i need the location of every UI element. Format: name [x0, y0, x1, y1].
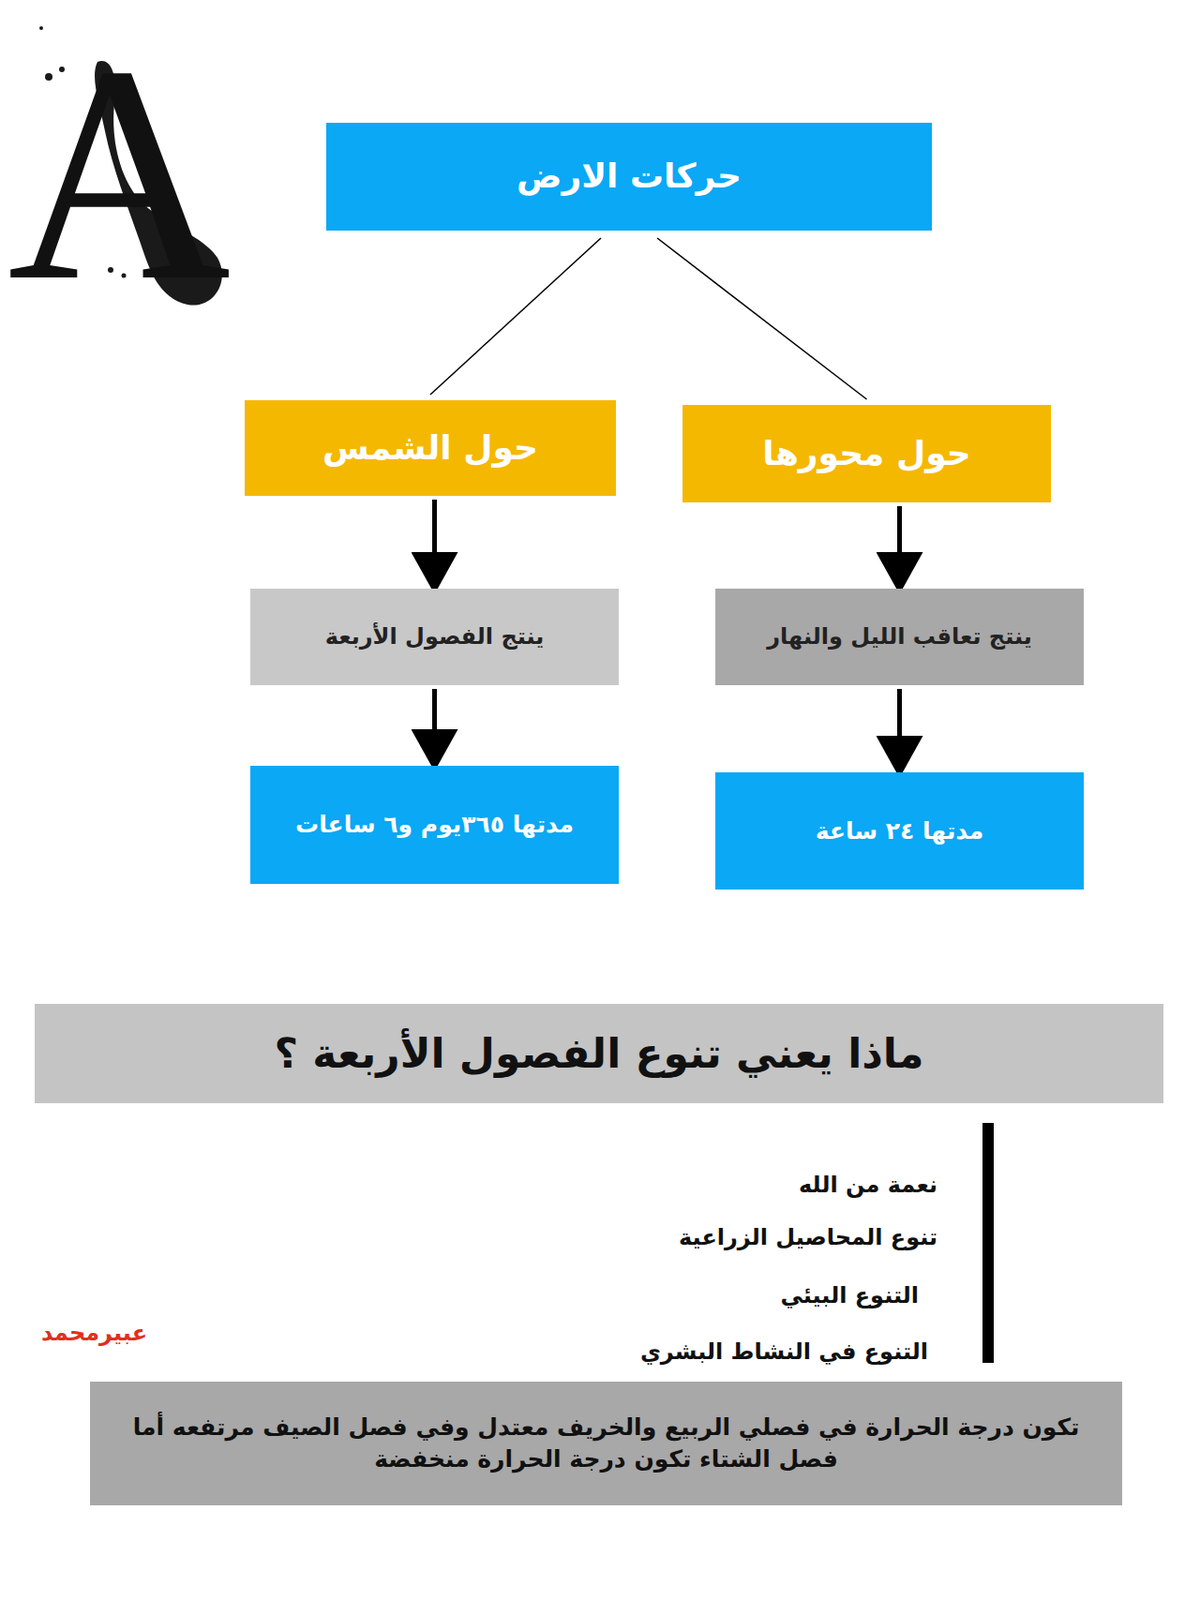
list-item: تنوع المحاصيل الزراعية — [678, 1224, 938, 1251]
duration-box: مدتها ٢٤ ساعة — [715, 772, 1084, 890]
title-box: حركات الارض — [326, 122, 932, 231]
flow-arrow — [897, 689, 902, 769]
duration-box: مدتها ٣٦٥يوم و٦ ساعات — [250, 765, 619, 885]
category-box: حول محورها — [682, 405, 1051, 503]
box-text: ماذا يعني تنوع الفصول الأربعة ؟ — [273, 1025, 924, 1081]
category-box: حول الشمس — [244, 400, 616, 496]
result-box: ينتج الفصول الأربعة — [250, 588, 619, 686]
list-bar — [982, 1123, 994, 1364]
list-item: نعمة من الله — [798, 1171, 938, 1199]
watermark: عبيرمحمد — [41, 1320, 148, 1347]
flow-arrow — [432, 499, 437, 585]
flow-arrow — [432, 689, 437, 763]
box-text: حركات الارض — [516, 153, 742, 200]
result-box: ينتج تعاقب الليل والنهار — [715, 588, 1084, 686]
list-item: التنوع البيئي — [780, 1282, 919, 1309]
note-box: تكون درجة الحرارة في فصلي الربيع والخريف… — [90, 1381, 1123, 1506]
box-text: مدتها ٣٦٥يوم و٦ ساعات — [295, 809, 574, 841]
box-text: حول محورها — [762, 431, 971, 478]
question-band: ماذا يعني تنوع الفصول الأربعة ؟ — [34, 1004, 1164, 1104]
box-text: تكون درجة الحرارة في فصلي الربيع والخريف… — [105, 1411, 1108, 1476]
box-text: ينتج الفصول الأربعة — [325, 621, 545, 652]
flow-arrow — [897, 506, 902, 585]
branch-line — [657, 238, 868, 400]
logo-letter: A — [7, 18, 231, 329]
list-item: التنوع في النشاط البشري — [640, 1338, 929, 1365]
branch-line — [430, 238, 601, 395]
box-text: مدتها ٢٤ ساعة — [815, 815, 984, 848]
box-text: ينتج تعاقب الليل والنهار — [766, 621, 1033, 652]
box-text: حول الشمس — [322, 425, 539, 472]
